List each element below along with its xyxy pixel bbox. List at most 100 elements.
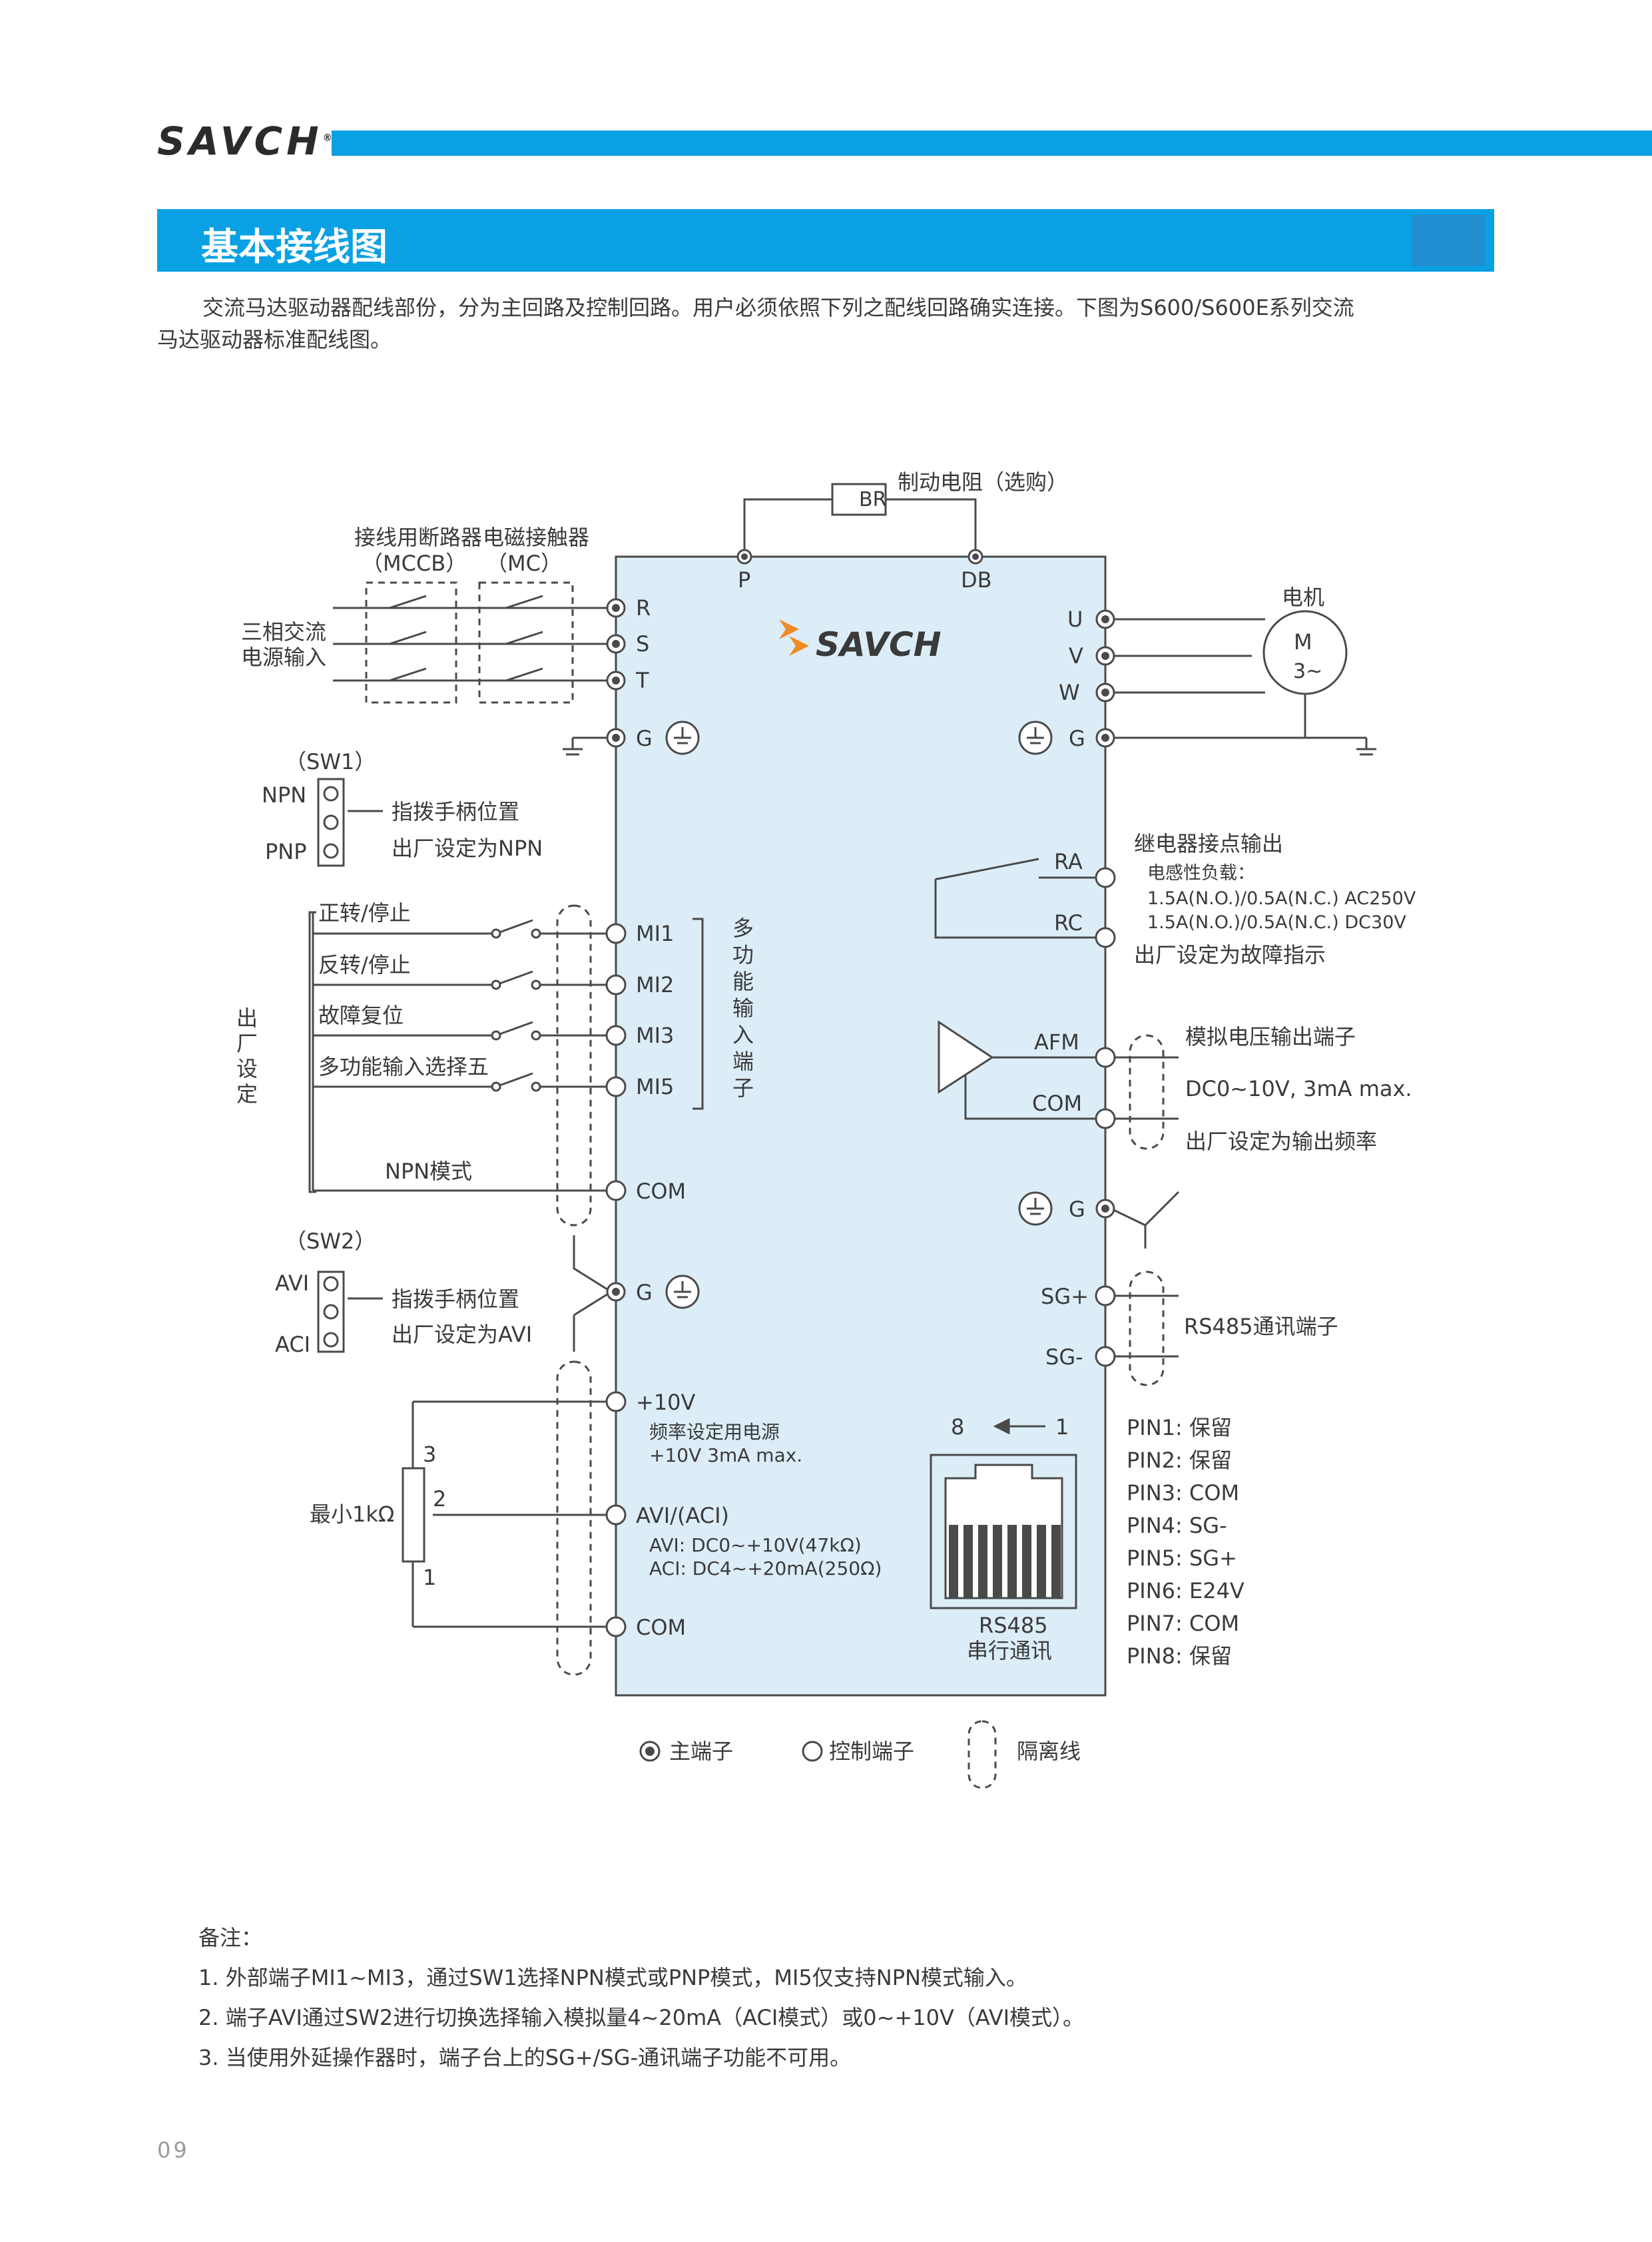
npn-mode-label: NPN模式 (385, 1159, 472, 1184)
label-COM-analog: COM (636, 1615, 686, 1640)
potentiometer (402, 1467, 425, 1563)
label-SGm: SG- (1045, 1344, 1083, 1370)
pin-7: PIN7: COM (1127, 1611, 1239, 1636)
input-reverse: 反转/停止 (318, 952, 411, 978)
pin-6: PIN6: E24V (1127, 1578, 1244, 1603)
aci-desc: ACI: DC4~+20mA(250Ω) (649, 1557, 882, 1579)
sw1-pnp: PNP (265, 839, 307, 864)
rj45-pins (949, 1525, 1061, 1598)
terminal-AFM (1095, 1047, 1116, 1068)
label-G: G (636, 726, 653, 751)
mccb-box (365, 581, 457, 704)
legend-isolation: 隔离线 (1017, 1739, 1081, 1764)
multi-func-3: 能 (732, 969, 754, 994)
section-decoration (1412, 214, 1485, 266)
sw2-desc-2: 出厂设定为AVI (392, 1322, 532, 1347)
afm-factory: 出厂设定为输出频率 (1185, 1129, 1377, 1154)
pot-pin-2: 2 (433, 1486, 446, 1512)
terminal-COM-analog (605, 1616, 627, 1637)
label-AVI: AVI/(ACI) (636, 1503, 729, 1528)
pin-3: PIN3: COM (1127, 1480, 1239, 1506)
pot-min-label: 最小1kΩ (310, 1502, 394, 1527)
label-S: S (636, 631, 649, 657)
label-V: V (1069, 643, 1083, 669)
power-input-label-2: 电源输入 (241, 645, 326, 670)
multi-func-1: 多 (732, 916, 754, 941)
iso-line-inputs (556, 904, 592, 1227)
rj45-pin-8: 8 (951, 1414, 964, 1440)
input-reset: 故障复位 (318, 1003, 404, 1028)
notes-title: 备注： (198, 1925, 263, 1950)
legend-control-terminal: 控制端子 (829, 1739, 914, 1764)
intro-paragraph: 交流马达驱动器配线部份，分为主回路及控制回路。用户必须依照下列之配线回路确实连接… (157, 292, 1494, 356)
terminal-COM-afm (1095, 1108, 1116, 1129)
iso-line-rs485 (1129, 1270, 1165, 1386)
drive-logo-text: SAVCH (816, 625, 942, 664)
label-AFM: AFM (1034, 1029, 1079, 1055)
relay-label: 继电器接点输出 (1134, 831, 1283, 856)
relay-ac: 1.5A(N.O.)/0.5A(N.C.) AC250V (1147, 888, 1416, 909)
sw1-label: （SW1） (285, 749, 376, 774)
motor-label: 电机 (1282, 585, 1324, 610)
sw1-desc-2: 出厂设定为NPN (392, 836, 543, 861)
header-bar (332, 131, 1652, 156)
sw2-avi: AVI (275, 1270, 309, 1296)
label-COM-digital: COM (636, 1179, 686, 1204)
label-W: W (1059, 680, 1080, 705)
sw1-npn: NPN (262, 782, 306, 808)
drive-logo-icon (779, 619, 809, 656)
terminal-MI1 (605, 923, 627, 944)
label-MI3: MI3 (636, 1023, 674, 1048)
rj45-port (930, 1454, 1077, 1609)
mccb-label-2: （MCCB） (362, 551, 467, 576)
rs485-terminal-label: RS485通讯端子 (1184, 1314, 1338, 1339)
multi-func-7: 子 (732, 1075, 754, 1101)
rj45-pin-1: 1 (1055, 1414, 1069, 1440)
brake-resistor (831, 483, 887, 516)
sw2-aci: ACI (275, 1332, 310, 1357)
iso-line-afm (1129, 1034, 1165, 1150)
mccb-label: 接线用断路器 (354, 525, 482, 550)
input-multi5: 多功能输入选择五 (318, 1054, 489, 1079)
section-title: 基本接线图 (201, 226, 388, 269)
factory-set-4: 定 (236, 1081, 258, 1107)
power-input-label: 三相交流 (241, 619, 326, 645)
notes: 备注： 1. 外部端子MI1~MI3，通过SW1选择NPN模式或PNP模式，MI… (198, 1918, 1464, 2078)
label-U: U (1067, 607, 1083, 632)
note-1: 1. 外部端子MI1~MI3，通过SW1选择NPN模式或PNP模式，MI5仅支持… (198, 1965, 1027, 1990)
brand-logo: SAVCH® (157, 119, 336, 164)
mc-label: 电磁接触器 (483, 525, 589, 550)
10v-desc: 频率设定用电源 (649, 1421, 780, 1443)
note-2: 2. 端子AVI通过SW2进行切换选择输入模拟量4~20mA（ACI模式）或0~… (198, 2005, 1085, 2030)
mc-label-2: （MC） (486, 551, 562, 576)
brand-text: SAVCH (157, 119, 323, 164)
brake-label: 制动电阻（选购） (898, 469, 1068, 495)
relay-load: 电感性负载： (1147, 863, 1255, 884)
terminal-MI3 (605, 1025, 627, 1046)
10v-desc-2: +10V 3mA max. (649, 1444, 802, 1466)
pin-2: PIN2: 保留 (1127, 1448, 1232, 1473)
multi-func-4: 输 (732, 995, 754, 1021)
iso-line-analog (556, 1360, 592, 1676)
label-DB: DB (961, 567, 992, 593)
registered-mark: ® (322, 133, 336, 144)
label-MI2: MI2 (636, 972, 674, 997)
terminal-RA (1095, 867, 1116, 888)
note-3: 3. 当使用外延操作器时，端子台上的SG+/SG-通讯端子功能不可用。 (198, 2045, 852, 2070)
label-COM-afm: COM (1032, 1091, 1082, 1116)
factory-set-1: 出 (236, 1005, 258, 1031)
terminal-SGp (1095, 1285, 1116, 1306)
pin-1: PIN1: 保留 (1127, 1415, 1232, 1440)
factory-set-2: 厂 (236, 1031, 258, 1056)
pin-4: PIN4: SG- (1127, 1513, 1227, 1538)
sw2-desc: 指拨手柄位置 (392, 1286, 519, 1312)
rs485-label: RS485 (979, 1613, 1048, 1638)
label-G-motor: G (1069, 726, 1085, 751)
label-R: R (636, 595, 651, 621)
label-MI5: MI5 (636, 1074, 674, 1099)
intro-line-1: 交流马达驱动器配线部份，分为主回路及控制回路。用户必须依照下列之配线回路确实连接… (202, 295, 1354, 320)
terminal-AVI (605, 1504, 627, 1526)
pot-pin-3: 3 (423, 1442, 436, 1467)
terminal-10V (605, 1391, 627, 1412)
